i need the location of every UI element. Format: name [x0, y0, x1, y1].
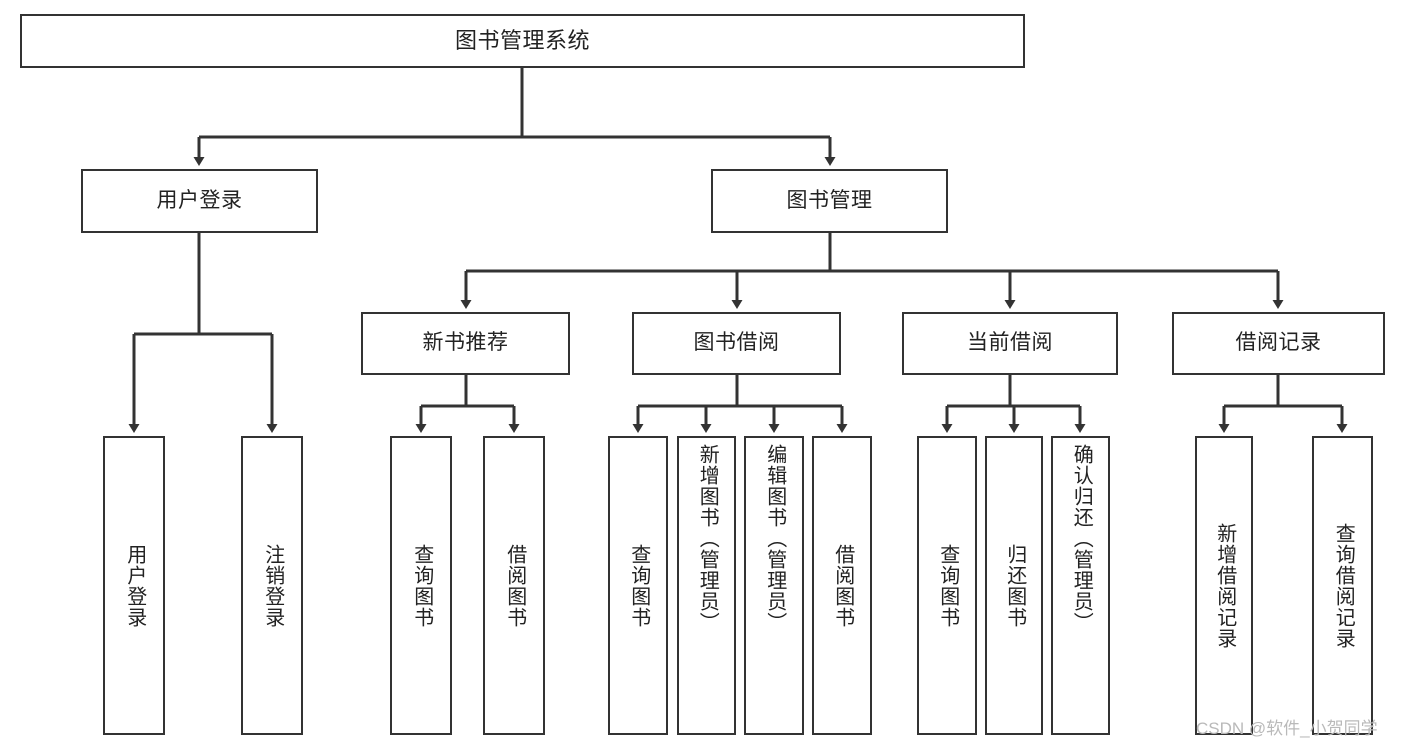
- node-label: 图书管理: [786, 188, 873, 212]
- node-root-system[interactable]: 图书管理系统: [20, 14, 1025, 68]
- node-leaf-query-book-current[interactable]: 查询图书: [917, 436, 977, 735]
- node-current-borrow[interactable]: 当前借阅: [902, 312, 1118, 375]
- node-leaf-borrow-book[interactable]: 借阅图书: [812, 436, 872, 735]
- node-borrow-record[interactable]: 借阅记录: [1172, 312, 1385, 375]
- node-leaf-query-book-borrow[interactable]: 查询图书: [608, 436, 668, 735]
- node-leaf-add-borrow-record[interactable]: 新增借阅记录: [1195, 436, 1253, 735]
- node-label: 查询图书: [936, 543, 959, 628]
- node-label: 新书推荐: [422, 331, 509, 355]
- node-label: 当前借阅: [967, 331, 1053, 355]
- node-leaf-add-book[interactable]: 新增图书（管理员）: [677, 436, 736, 735]
- node-label: 图书管理系统: [454, 28, 590, 54]
- node-leaf-borrow-book-recommend[interactable]: 借阅图书: [483, 436, 545, 735]
- node-label: 用户登录: [123, 543, 146, 628]
- node-leaf-user-logout[interactable]: 注销登录: [241, 436, 303, 735]
- node-leaf-return-book[interactable]: 归还图书: [985, 436, 1043, 735]
- node-label: 注销登录: [261, 543, 284, 628]
- node-label: 查询图书: [410, 543, 433, 628]
- node-label: 查询借阅记录: [1332, 522, 1355, 649]
- node-label: 借阅图书: [831, 543, 854, 628]
- csdn-watermark: CSDN @软件_小贺同学: [1196, 719, 1378, 738]
- node-label: 借阅图书: [503, 543, 526, 628]
- node-label: 用户登录: [156, 188, 243, 212]
- node-label: 借阅记录: [1235, 331, 1322, 355]
- node-label: 归还图书: [1003, 543, 1026, 628]
- node-leaf-user-login[interactable]: 用户登录: [103, 436, 165, 735]
- node-book-borrow[interactable]: 图书借阅: [632, 312, 841, 375]
- node-label: 确认归还（管理员）: [1070, 444, 1093, 633]
- node-label: 新增借阅记录: [1213, 522, 1236, 649]
- node-leaf-edit-book[interactable]: 编辑图书（管理员）: [744, 436, 804, 735]
- node-leaf-query-borrow-record[interactable]: 查询借阅记录: [1312, 436, 1373, 735]
- node-label: 图书借阅: [693, 331, 780, 355]
- node-label: 编辑图书（管理员）: [763, 444, 786, 633]
- node-label: 查询图书: [627, 543, 650, 628]
- node-user-login[interactable]: 用户登录: [81, 169, 318, 233]
- node-label: 新增图书（管理员）: [696, 444, 719, 633]
- node-leaf-confirm-return[interactable]: 确认归还（管理员）: [1051, 436, 1110, 735]
- node-book-manage[interactable]: 图书管理: [711, 169, 948, 233]
- node-new-book-recommend[interactable]: 新书推荐: [361, 312, 570, 375]
- node-leaf-query-book-recommend[interactable]: 查询图书: [390, 436, 452, 735]
